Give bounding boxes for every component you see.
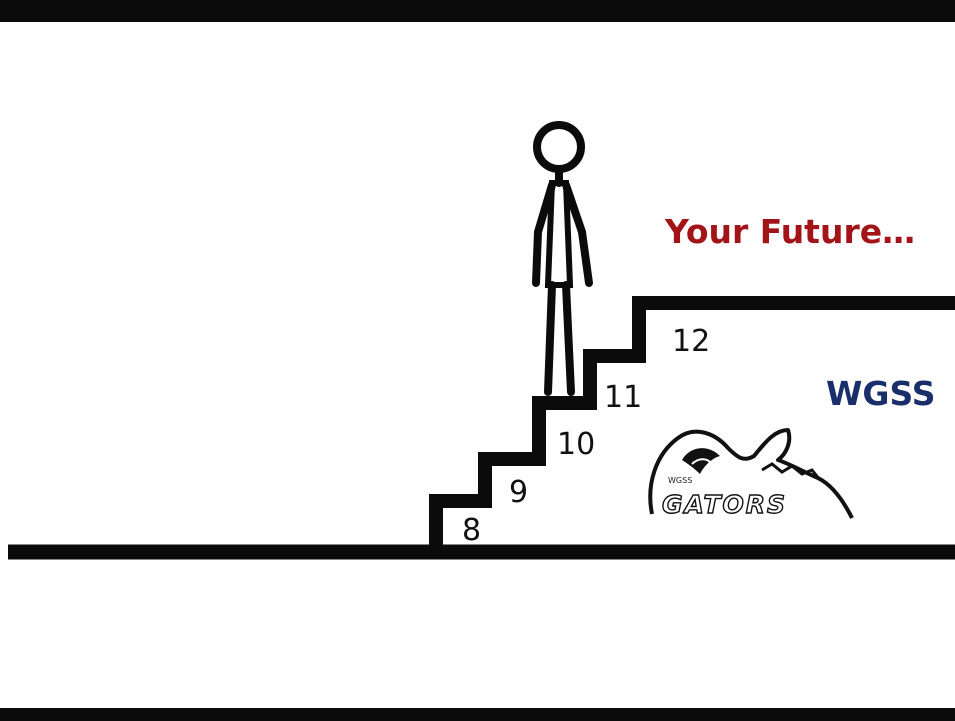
gators-logo: WGSS GATORS: [642, 414, 857, 524]
step-label-9: 9: [509, 478, 528, 508]
bottom-bar: [0, 708, 955, 721]
logo-small-text: WGSS: [668, 476, 692, 485]
stick-figure-head: [537, 125, 581, 169]
stick-figure-left-leg: [548, 285, 552, 392]
school-name: WGSS: [826, 374, 936, 413]
step-label-11: 11: [604, 383, 642, 413]
logo-wordmark: GATORS: [662, 490, 787, 519]
stick-figure-right-leg: [566, 285, 571, 392]
step-label-10: 10: [557, 430, 595, 460]
step-label-8: 8: [462, 516, 481, 546]
headline: Your Future…: [665, 212, 915, 251]
step-label-12: 12: [672, 327, 710, 357]
stick-figure: [536, 125, 589, 392]
